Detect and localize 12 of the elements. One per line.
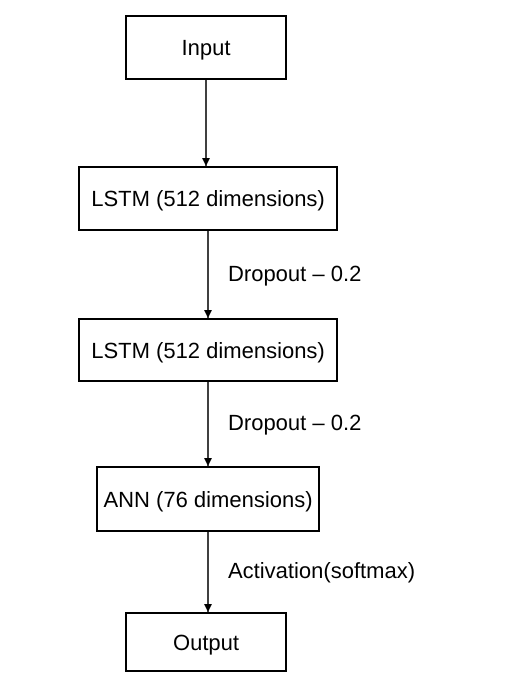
process-box: LSTM (512 dimensions) <box>78 318 338 382</box>
process-box: Input <box>125 15 287 80</box>
arrow <box>204 382 212 466</box>
edge-label: Activation(softmax) <box>228 560 416 582</box>
arrow <box>204 231 212 318</box>
process-box: Output <box>125 612 287 672</box>
process-box: ANN (76 dimensions) <box>96 466 320 532</box>
edge-label: Dropout – 0.2 <box>228 412 362 434</box>
edge-label: Dropout – 0.2 <box>228 262 362 284</box>
process-box: LSTM (512 dimensions) <box>78 166 338 231</box>
arrow <box>204 532 212 612</box>
arrow <box>202 80 210 166</box>
